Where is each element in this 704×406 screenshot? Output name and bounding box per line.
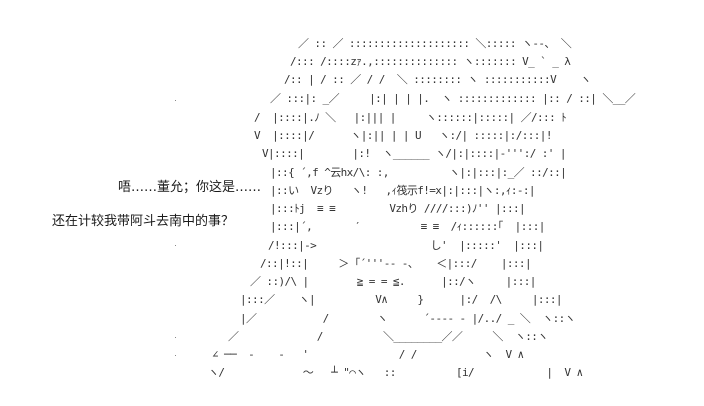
art-row: |::{ ´,f ^云hx/\: :, ヽ|:|:::|:_／ ::/::| bbox=[270, 166, 567, 179]
art-row: |／ / ヽ ´---- - |/../ _ ＼ ヽ::ヽ bbox=[240, 312, 576, 325]
stray-dot bbox=[175, 100, 176, 101]
art-row: ／ :::|: _／ |:| | | |. ヽ ::::::::::::: |:… bbox=[270, 92, 636, 105]
art-row: /:: | / :: ／ / / ＼ :::::::: ヽ ::::::::::… bbox=[284, 73, 591, 86]
art-row: ヽ/ ～ ┴ "⌒ヽ :: [i/ | V ∧ bbox=[208, 366, 583, 379]
art-row: |:::／ ヽ| V∧ } |:/ /\ |:::| bbox=[240, 293, 563, 306]
art-row: ／ :: ／ :::::::::::::::::::: ＼::::: ヽ--、 … bbox=[298, 37, 572, 50]
art-row: |:::ﾄj ≡ ≡ Vzhり ////:::)ﾉ'' |:::| bbox=[270, 202, 526, 215]
art-row: /!:::|-> し' |:::::' |:::| bbox=[268, 239, 544, 252]
art-row: /::: /::::zｧ.,:::::::::::::: ヽ::::::: V_… bbox=[290, 55, 571, 68]
stray-dot bbox=[175, 245, 176, 246]
art-row: |::い Vzり ヽ! ,ｨ筏示f!=x|:|:::|ヽ:,ｨ:-:| bbox=[270, 184, 536, 197]
art-row: ／ / ＼________／／ ＼ ヽ::ヽ bbox=[228, 330, 548, 343]
dialogue-line-1: 唔……董允；你这是…… bbox=[118, 180, 262, 195]
art-row: /::|!::| ＞ ｢´'''-- -、 ＜|:::/ |:::| bbox=[260, 257, 532, 270]
stray-dot bbox=[175, 355, 176, 356]
art-row: V |::::|/ ヽ|:|| | | U ヽ:/| :::::|:/:::|! bbox=[254, 129, 552, 142]
art-row: ∠ ── - ‐ ' / / ヽ V ∧ bbox=[212, 348, 524, 361]
art-row: ／ ::)/\ | ≧ = = ≦. |::/ヽ |:::| bbox=[250, 275, 536, 288]
art-row: V|::::| |:! ヽ______ ヽ/|:|::::|-''':/ :' … bbox=[262, 147, 566, 160]
stray-dot bbox=[175, 337, 176, 338]
art-row: / |::::|.ﾉ ＼ |:||| | ヽ::::::|:::::| ／/::… bbox=[254, 111, 567, 124]
art-row: |:::|´, ′ ≡ ≡ /ｨ::::::｢ |:::| bbox=[270, 220, 545, 233]
dialogue-line-2: 还在计较我带阿斗去南中的事？ bbox=[52, 214, 235, 229]
